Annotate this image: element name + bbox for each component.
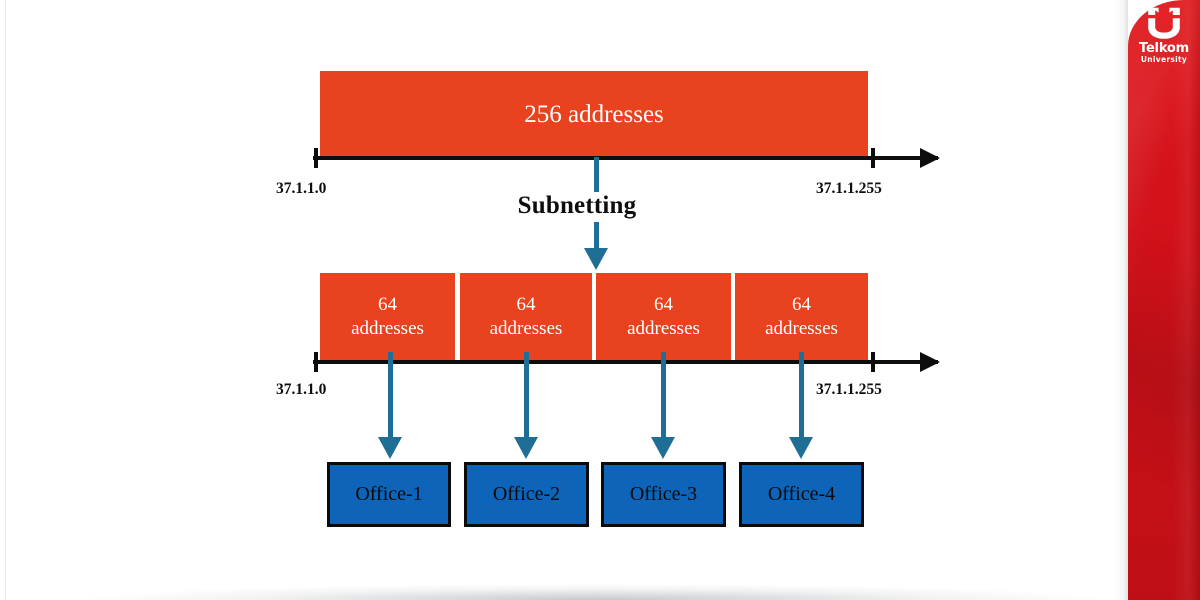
subnet-2-count: 64 [516, 293, 536, 315]
telkom-university-logo: Telkom University [1132, 6, 1196, 65]
axis-arrowhead-bottom [920, 352, 940, 372]
subnet-block-1: 64 addresses [320, 273, 455, 361]
axis-tick-top-end [871, 148, 875, 168]
subnetting-connector-stem-upper [594, 157, 599, 193]
office-box-1-label: Office-1 [355, 483, 423, 505]
telkom-u-mark-icon [1148, 7, 1180, 39]
axis-label-top-start: 37.1.1.0 [276, 180, 327, 197]
subnet-1-count: 64 [378, 293, 397, 315]
office-box-4[interactable]: Office-4 [739, 462, 864, 527]
banner-sheen [1128, 0, 1200, 600]
subnet-1-unit: addresses [351, 318, 424, 339]
office-box-3-label: Office-3 [629, 483, 698, 505]
axis-tick-top-start [314, 148, 318, 168]
subnetting-label-text: Subnetting [507, 192, 647, 219]
subnet-block-4: 64 addresses [735, 273, 868, 361]
office-connector-stem-3 [661, 352, 666, 440]
subnet-block-2: 64 addresses [460, 273, 592, 361]
slide-bottom-shadow [90, 584, 1100, 600]
axis-arrowhead-top [920, 148, 940, 168]
subnet-4-count: 64 [792, 293, 811, 315]
subnet-2-unit: addresses [489, 318, 563, 339]
axis-tick-bottom-start [314, 352, 318, 372]
office-connector-arrowhead-4 [789, 437, 813, 459]
subnet-4-unit: addresses [765, 318, 838, 339]
subnetting-label: Subnetting [0, 192, 1200, 220]
office-box-1[interactable]: Office-1 [327, 462, 451, 527]
office-connector-arrowhead-2 [514, 437, 538, 459]
axis-label-top-end: 37.1.1.255 [816, 180, 882, 197]
office-box-2-label: Office-2 [492, 483, 561, 505]
subnet-3-unit: addresses [627, 318, 700, 339]
office-connector-stem-1 [388, 352, 393, 440]
axis-tick-bottom-end [871, 352, 875, 372]
brand-banner: Telkom University [1128, 0, 1200, 600]
office-connector-stem-4 [799, 352, 804, 440]
office-connector-arrowhead-3 [651, 437, 675, 459]
brand-subname: University [1140, 55, 1188, 64]
axis-label-bottom-end: 37.1.1.255 [816, 381, 882, 398]
address-block-total: 256 addresses [320, 71, 868, 157]
subnet-block-3: 64 addresses [596, 273, 731, 361]
office-box-2[interactable]: Office-2 [464, 462, 589, 527]
slide-left-rule [5, 0, 6, 600]
axis-label-bottom-start: 37.1.1.0 [276, 381, 327, 398]
office-connector-arrowhead-1 [378, 437, 402, 459]
office-connector-stem-2 [524, 352, 529, 440]
subnetting-connector-arrowhead [584, 248, 608, 270]
axis-line-bottom [313, 360, 938, 364]
banner-edge-shadow [1114, 0, 1128, 600]
subnet-block-row: 64 addresses 64 addresses 64 addresses 6… [320, 273, 868, 361]
office-box-4-label: Office-4 [767, 483, 836, 505]
brand-name: Telkom [1139, 41, 1189, 56]
subnetting-connector-stem-lower [594, 222, 599, 252]
subnet-3-count: 64 [654, 293, 673, 315]
office-box-3[interactable]: Office-3 [601, 462, 726, 527]
axis-line-top [313, 156, 938, 160]
